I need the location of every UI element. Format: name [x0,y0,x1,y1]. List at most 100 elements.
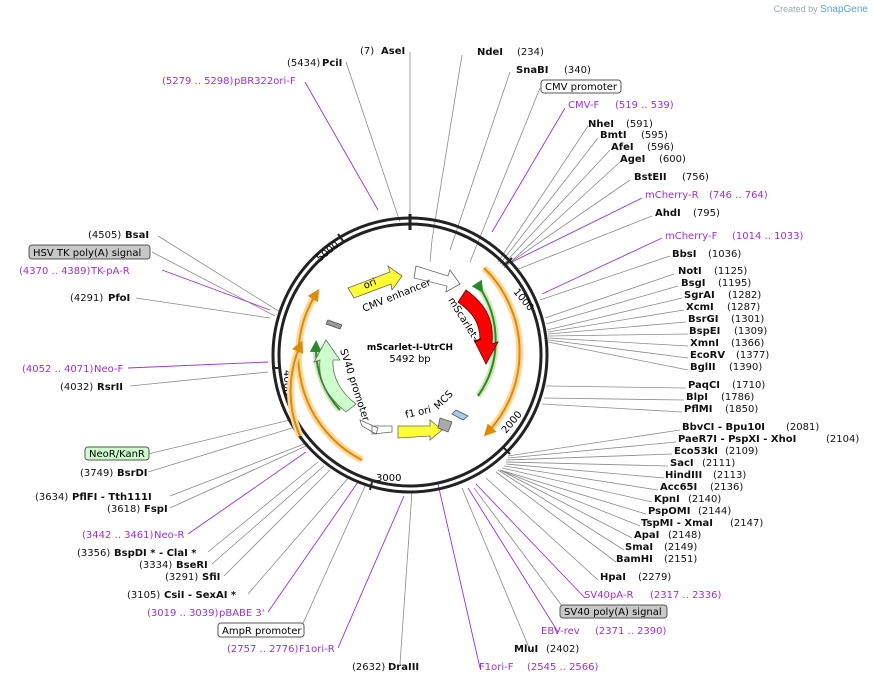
site-bsai-pos: (4505) [88,230,121,241]
site-bspdi-clai-pos: (3356) [77,548,110,559]
snapgene-logo-text: SnapGene [820,4,868,15]
site-pfoi-pos: (4291) [70,293,103,304]
site-afei-pos: (596) [647,142,674,153]
site-bsai: BsaI [125,230,149,241]
site-apai-pos: (2148) [668,530,701,541]
primer-neo-f-range: (4052 .. 4071) [22,364,94,375]
site-bamhi-pos: (2151) [664,554,697,565]
feature-sv40-promoter-label: SV40 promoter [337,348,371,424]
site-bsrdi-pos: (3749) [80,468,113,479]
site-mlui-pos: (2402) [546,644,579,655]
tick-label-4000: 4000 [281,370,292,395]
primer-ebv-rev: EBV-rev [541,626,580,637]
labels-right: NdeI (234) SnaBI (340) CMV promoter CMV-… [477,47,859,673]
site-bmti-pos: (595) [641,130,668,141]
site-pfoi: PfoI [108,293,130,304]
site-kpni-pos: (2140) [688,494,721,505]
site-paer7i-pspxi-xhoi-pos: (2104) [826,434,859,445]
feature-sv40-promoter [313,339,357,413]
tick-label-5000: 5000 [315,240,342,265]
primer-neo-f: Neo-F [94,364,124,375]
feature-small-block [325,319,343,330]
site-hpai-pos: (2279) [638,572,671,583]
site-bsrgi-pos: (1301) [731,314,764,325]
site-bbvci-bpu10i: BbvCI - Bpu10I [682,422,765,433]
site-noti-pos: (1125) [714,266,747,277]
site-nhei-pos: (591) [626,119,653,130]
feature-mscarlet-i [457,289,499,365]
site-bsrdi: BsrDI [117,468,148,479]
backbone [271,214,549,494]
site-tspmi-xmai-pos: (2147) [730,518,763,529]
site-bspei-pos: (1309) [734,326,767,337]
primer-f1ori-f: F1ori-F [479,662,514,673]
site-draiii: DraIII [388,662,419,673]
primer-f1ori-r-range: (2757 .. 2776) [227,644,299,655]
primer-neo-r-range: (3442 .. 3461) [82,530,154,541]
feature-white-arrows [359,419,393,435]
site-ndei: NdeI [477,47,503,58]
site-afei: AfeI [611,142,634,153]
site-csii-sexai: CsiI - SexAI * [164,590,237,601]
site-acc65i-pos: (2136) [710,482,743,493]
site-paer7i-pspxi-xhoi: PaeR7I - PspXI - XhoI [678,434,796,445]
primer-pbabe3-range: (3019 .. 3039) [147,608,219,619]
site-bsteii-pos: (756) [682,172,709,183]
site-csii-sexai-pos: (3105) [127,590,160,601]
site-pspomi: PspOMI [648,506,690,517]
primer-f1ori-r: F1ori-R [299,644,335,655]
site-asei: AseI [381,46,405,57]
plasmid-name: mScarlet-I-UtrCH [367,343,453,353]
feature-ori [347,264,403,299]
site-bmti: BmtI [600,130,627,141]
site-paqci-pos: (1710) [732,380,765,391]
feature-arcs [287,265,524,464]
site-bspdi-clai: BspDI * - ClaI * [114,548,197,559]
site-pflfi-tth111i-pos: (3634) [35,492,68,503]
site-bsrgi: BsrGI [688,314,718,325]
primer-f1ori-f-range: (2545 .. 2566) [527,662,599,673]
primer-mcherry-r: mCherry-R [645,190,699,201]
site-draiii-pos: (2632) [352,662,385,673]
site-bspei: BspEI [689,326,720,337]
leader-lines [127,52,689,669]
box-hsv-tk-polya-label: HSV TK poly(A) signal [33,248,141,259]
primer-pbr322ori-f: pBR322ori-F [234,76,296,87]
feature-cmv-enhancer [413,265,461,293]
box-sv40-polya [559,604,668,619]
site-sfii: SfiI [202,572,220,583]
site-smai: SmaI [625,542,653,553]
box-ampr-promoter [217,622,305,638]
labels-left: (7) AseI (5434) PciI (5279 .. 5298) pBR3… [19,46,419,673]
site-ecorv: EcoRV [690,350,725,361]
site-sgrai: SgrAI [684,290,715,301]
primer-tk-pa-r-range: (4370 .. 4389) [19,266,91,277]
site-pcii: PciI [322,58,342,69]
site-xcmi: XcmI [686,302,714,313]
feature-f1-ori-label: f1 ori [404,405,432,421]
site-rsrii: RsrII [97,382,123,393]
box-cmv-promoter [540,79,622,94]
site-ecorv-pos: (1377) [736,350,769,361]
site-bglii-pos: (1390) [729,362,762,373]
primer-mcherry-r-range: (746 .. 764) [709,190,768,201]
feature-f1-ori [397,419,443,441]
box-hsv-tk-polya [28,244,151,260]
site-asei-pos: (7) [360,46,374,57]
feature-mcs-label: MCS [432,389,455,412]
primer-mcherry-f: mCherry-F [665,231,718,242]
site-fspi-pos: (3618) [107,504,140,515]
site-bsgi-pos: (1195) [718,278,751,289]
site-paqci: PaqCI [688,380,720,391]
primer-cmv-f-range: (519 .. 539) [615,100,674,111]
site-saci: SacI [670,458,694,469]
site-bbsi-pos: (1036) [708,249,741,260]
feature-mcs [451,409,469,421]
primer-ebv-rev-range: (2371 .. 2390) [595,626,667,637]
site-agei: AgeI [620,154,645,165]
primer-neo-r: Neo-R [154,530,185,541]
site-bamhi: BamHI [616,554,653,565]
site-nhei: NheI [588,119,614,130]
site-kpni: KpnI [654,494,680,505]
